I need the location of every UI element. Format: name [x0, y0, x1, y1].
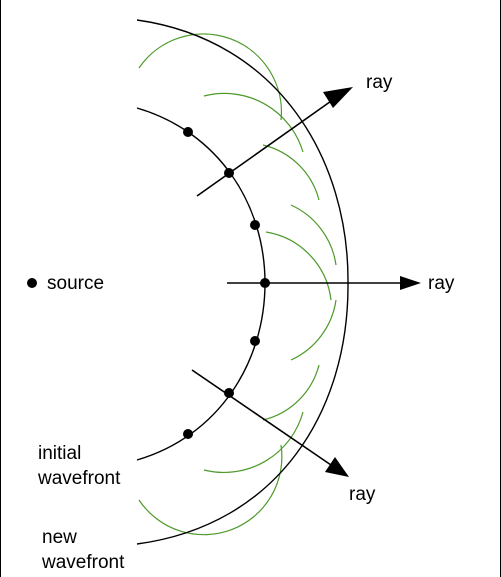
ray-arrowhead-bottom	[325, 457, 349, 477]
ray-line-top	[196, 98, 335, 197]
wavefront-point	[260, 278, 270, 288]
wavelet-arc	[203, 92, 304, 153]
ray-label-bottom: ray	[349, 484, 376, 505]
ray-arrowhead-top	[323, 87, 353, 108]
wavefront-point	[224, 388, 234, 398]
wavelet-arc	[203, 411, 304, 474]
secondary-wavelets	[138, 33, 337, 536]
wavelet-arc	[138, 33, 283, 121]
wavefront-point	[250, 220, 260, 230]
new-wavefront	[136, 19, 349, 545]
new-wavefront-label-line2: wavefront	[41, 552, 125, 573]
wavefront-point	[250, 336, 260, 346]
wavefront-point	[183, 429, 193, 439]
ray-line-bottom	[191, 369, 332, 466]
ray-label-top: ray	[366, 72, 393, 93]
wavefront-points	[27, 127, 270, 439]
wavefront-point	[183, 127, 193, 137]
new-wavefront-label-line1: new	[42, 527, 77, 548]
ray-arrowhead-middle	[400, 276, 421, 290]
wavelet-arc	[290, 299, 337, 361]
initial-wavefront-label-line1: initial	[38, 443, 81, 464]
wavefront-point	[224, 168, 234, 178]
ray-label-middle: ray	[428, 273, 455, 294]
wavelet-arc	[265, 231, 332, 301]
wavelet-arc	[262, 364, 320, 421]
wavelet-arc	[138, 444, 283, 536]
rays	[191, 87, 421, 477]
initial-wavefront-label-line2: wavefront	[37, 468, 121, 489]
wavelet-arc	[290, 204, 337, 266]
source-dot	[27, 278, 37, 288]
source-label: source	[47, 273, 104, 294]
wavelet-arc	[262, 144, 320, 201]
